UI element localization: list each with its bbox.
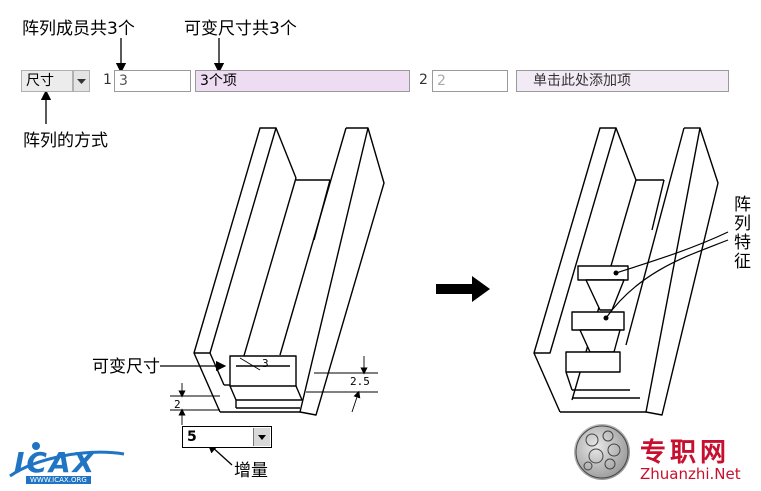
dimension-d2: 2 bbox=[174, 398, 181, 411]
arrow-right-icon bbox=[436, 276, 490, 302]
icax-logo: ICAX WWW.ICAX.ORG bbox=[6, 438, 128, 486]
dir1-index: 1 bbox=[103, 72, 112, 88]
annotation-variable-dims: 可变尺寸共3个 bbox=[184, 19, 297, 39]
annotation-array-feature-char: 列 bbox=[734, 214, 751, 234]
dimension-d1: 3 bbox=[262, 357, 269, 370]
feature-dot bbox=[603, 315, 609, 321]
annotation-array-members: 阵列成员共3个 bbox=[22, 19, 135, 39]
annotation-array-feature: 阵 列 特 征 bbox=[734, 196, 751, 272]
chevron-down-icon[interactable] bbox=[253, 428, 270, 446]
dir2-index: 2 bbox=[419, 72, 428, 88]
annotation-array-feature-char: 特 bbox=[734, 233, 751, 253]
dir2-count-input[interactable]: 2 bbox=[432, 70, 508, 92]
increment-value: 5 bbox=[187, 429, 197, 445]
increment-select[interactable]: 5 bbox=[182, 426, 272, 448]
dir1-items-field[interactable]: 3个项 bbox=[195, 70, 410, 92]
annotation-array-feature-char: 征 bbox=[734, 252, 751, 272]
annotation-array-method: 阵列的方式 bbox=[23, 131, 108, 151]
type-select[interactable]: 尺寸 bbox=[21, 70, 73, 92]
zhuanzhi-logo-url: Zhuanzhi.Net bbox=[640, 465, 741, 483]
annotation-variable-dim: 可变尺寸 bbox=[92, 357, 160, 377]
icax-logo-text: ICAX bbox=[14, 446, 97, 479]
dir1-count-input[interactable]: 3 bbox=[114, 70, 191, 92]
dimension-d3: 2.5 bbox=[350, 375, 370, 388]
icax-logo-url: WWW.ICAX.ORG bbox=[26, 476, 91, 484]
type-select-value: 尺寸 bbox=[26, 73, 54, 89]
annotation-array-feature-char: 阵 bbox=[734, 195, 751, 215]
annotation-increment: 增量 bbox=[234, 461, 268, 481]
chevron-down-icon[interactable] bbox=[73, 70, 90, 92]
dir2-items-field[interactable]: 单击此处添加项 bbox=[516, 70, 729, 92]
globe-icon bbox=[574, 424, 630, 480]
zhuanzhi-logo-text: 专职网 bbox=[640, 438, 731, 468]
feature-dot bbox=[613, 270, 619, 276]
pointer-increment bbox=[207, 442, 233, 466]
